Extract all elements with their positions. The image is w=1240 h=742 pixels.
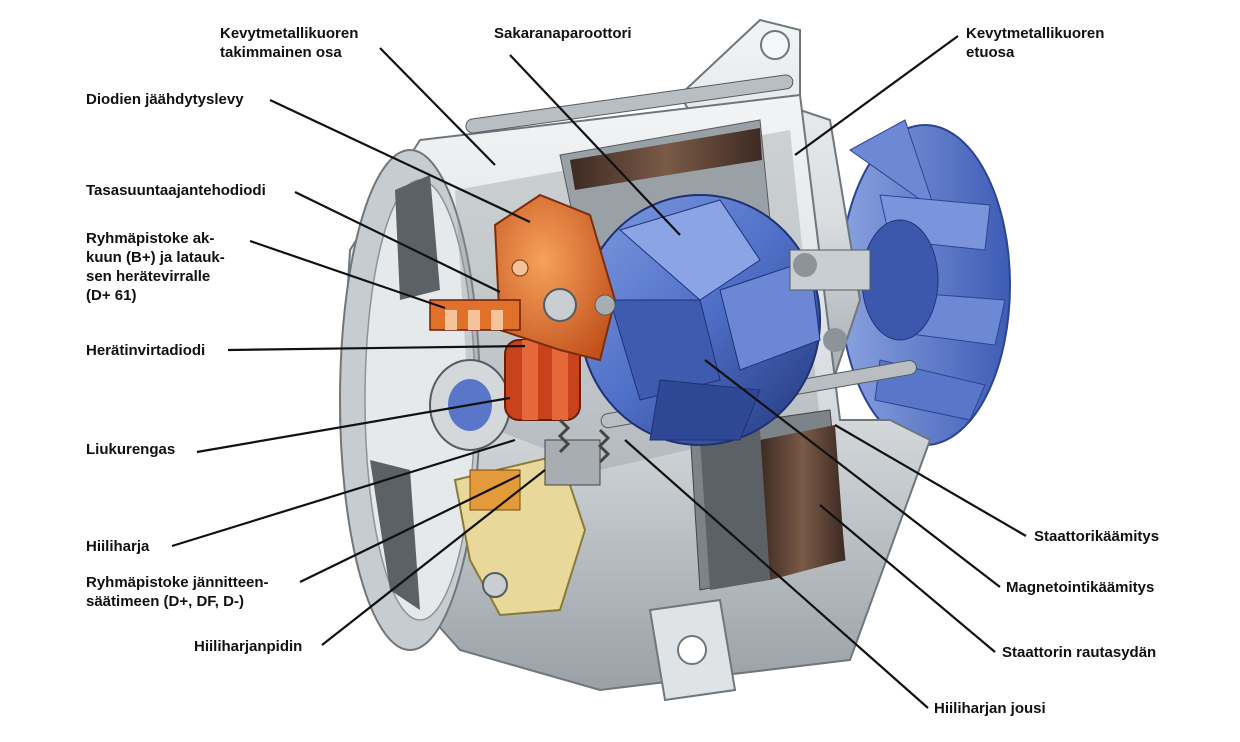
leader-lines bbox=[171, 35, 1027, 709]
leader-stator-core bbox=[819, 504, 996, 653]
leader-rear-housing bbox=[379, 47, 496, 166]
label-carbon-brush: Hiiliharja bbox=[86, 538, 150, 555]
leader-brush-holder bbox=[321, 469, 546, 646]
leader-carbon-brush bbox=[171, 438, 516, 548]
label-regulator-terminal: Ryhmäpistoke jännitteen- säätimeen (D+, … bbox=[86, 574, 269, 610]
label-battery-terminal: Ryhmäpistoke ak- kuun (B+) ja latauk- se… bbox=[86, 230, 225, 304]
leader-heat-sink bbox=[269, 99, 531, 223]
label-brush-spring: Hiiliharjan jousi bbox=[934, 700, 1046, 717]
label-stator-core: Staattorin rautasydän bbox=[1002, 644, 1157, 661]
leader-regulator-terminal bbox=[299, 474, 521, 583]
label-brush-holder: Hiiliharjanpidin bbox=[194, 638, 303, 655]
leader-brush-spring bbox=[624, 439, 929, 709]
diode-heat-sink bbox=[493, 193, 617, 362]
label-power-diode: Tasasuuntaajantehodiodi bbox=[86, 182, 266, 199]
slip-rings bbox=[504, 339, 581, 421]
leader-field-winding bbox=[704, 359, 1001, 588]
label-rear-housing: Kevytmetallikuoren takimmainen osa bbox=[220, 25, 359, 61]
label-field-winding: Magnetointikäämitys bbox=[1006, 579, 1155, 596]
leader-front-housing bbox=[794, 35, 959, 156]
leader-power-diode bbox=[294, 191, 501, 293]
label-heat-sink: Diodien jäähdytyslevy bbox=[86, 91, 244, 108]
leader-stator-winding bbox=[834, 424, 1027, 537]
battery-terminal-plug bbox=[429, 299, 521, 331]
leader-claw-rotor bbox=[509, 54, 681, 236]
label-claw-rotor: Sakaranaparoottori bbox=[494, 25, 632, 42]
label-excitation-diode: Herätinvirtadiodi bbox=[86, 342, 206, 359]
label-front-housing: Kevytmetallikuoren etuosa bbox=[966, 25, 1105, 61]
brush-holder-assembly bbox=[453, 418, 611, 617]
label-slip-ring: Liukurengas bbox=[86, 441, 176, 458]
leader-excitation-diode bbox=[227, 344, 526, 352]
claw-pole-rotor bbox=[579, 194, 871, 446]
label-stator-winding: Staattorikäämitys bbox=[1034, 528, 1160, 545]
leader-battery-terminal bbox=[249, 239, 446, 310]
stator bbox=[559, 119, 846, 591]
leader-slip-ring bbox=[196, 396, 511, 454]
